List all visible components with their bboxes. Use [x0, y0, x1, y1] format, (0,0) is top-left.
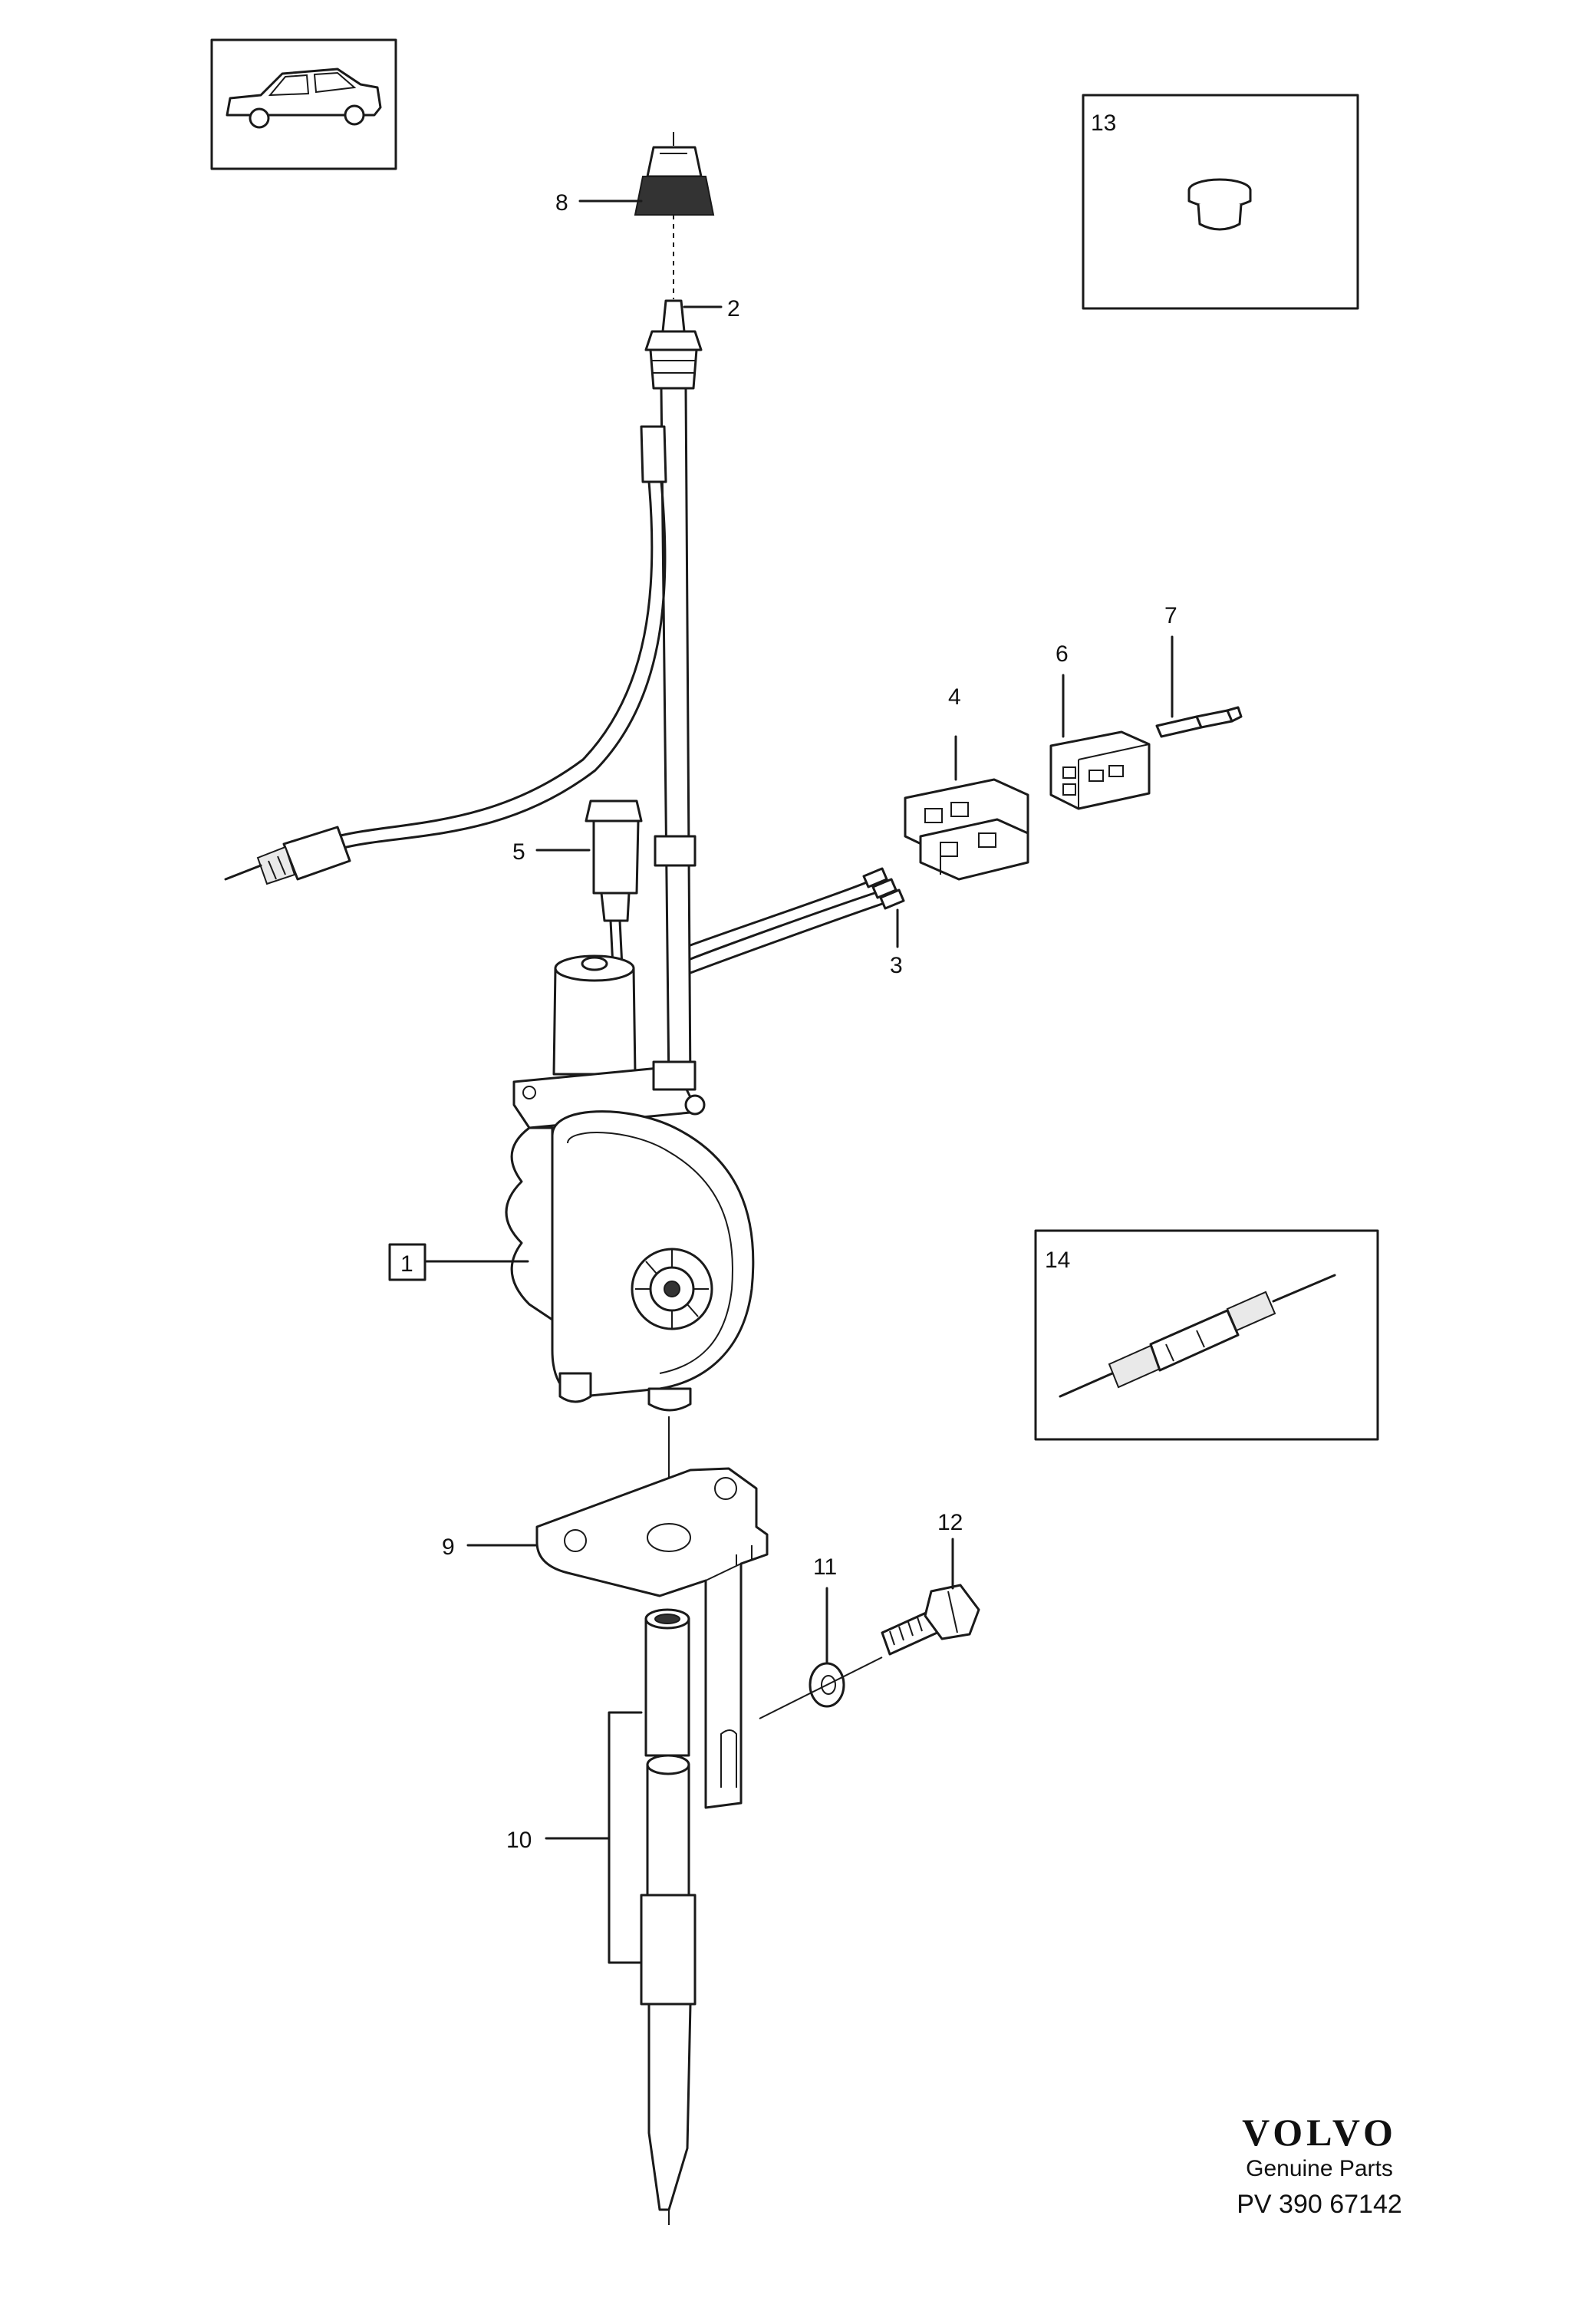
volvo-logo-block: VOLVO Genuine Parts PV 390 67142	[1237, 2111, 1402, 2219]
diagram-code: PV 390 67142	[1237, 2190, 1402, 2219]
part-14-box: 14	[1034, 1229, 1379, 1441]
callout-8: 8	[555, 190, 568, 216]
callout-12: 12	[937, 1510, 963, 1535]
part-13-box: 13	[1082, 94, 1359, 310]
part-8-nut	[634, 132, 715, 216]
callout-9: 9	[442, 1534, 455, 1560]
coax-cable	[224, 425, 667, 885]
part-7-terminal	[1155, 706, 1243, 738]
callout-13: 13	[1091, 110, 1116, 136]
callout-14: 14	[1045, 1248, 1070, 1273]
bracket-leader-10	[608, 1711, 643, 1964]
part-4-connector-housing	[904, 778, 1029, 881]
assembly-line	[759, 1656, 883, 1719]
callout-4: 4	[948, 684, 961, 710]
callout-2: 2	[727, 296, 740, 321]
part-2-mast-tip	[644, 299, 703, 390]
part-10-drain-tube	[640, 1608, 697, 2225]
part-12-bolt	[881, 1584, 980, 1656]
callout-1: 1	[400, 1251, 413, 1277]
part-3-wiring	[689, 867, 905, 974]
callout-10: 10	[506, 1828, 532, 1853]
grommet-icon	[1187, 178, 1252, 231]
callout-5: 5	[512, 839, 525, 865]
part-6-connector-housing	[1049, 730, 1151, 810]
callout-11: 11	[813, 1554, 837, 1580]
antenna-mast-tube	[654, 387, 697, 1091]
callout-7: 7	[1164, 603, 1177, 628]
genuine-parts-label: Genuine Parts	[1246, 2156, 1393, 2181]
car-icon	[226, 68, 382, 129]
part-1-antenna-motor	[505, 954, 755, 1412]
vehicle-thumbnail	[210, 38, 397, 170]
brand-logo: VOLVO	[1242, 2111, 1397, 2154]
part-9-bracket	[535, 1467, 769, 1809]
callout-6: 6	[1056, 641, 1069, 667]
callout-3: 3	[890, 953, 903, 978]
extension-cable-icon	[1059, 1274, 1336, 1398]
callout-1-box	[388, 1243, 427, 1281]
